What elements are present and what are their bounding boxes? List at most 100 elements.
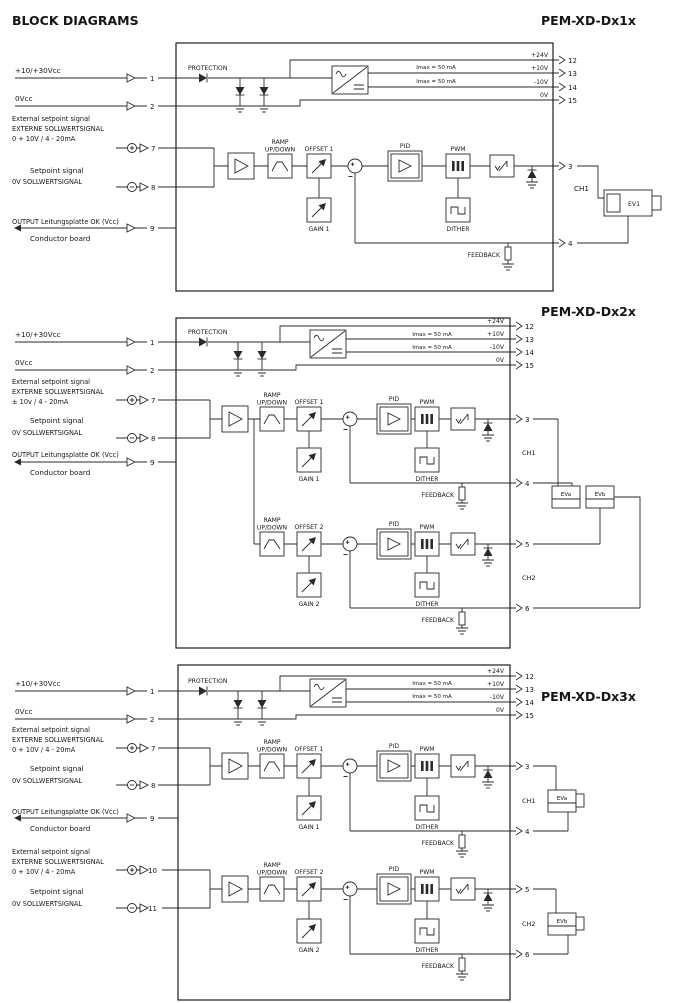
input-terminal [139,865,149,875]
d2-ch1-label-dither: DITHER [416,476,440,483]
ramp-block [267,153,293,179]
d1-pin-9: 9 [150,225,154,233]
d1-module-outline [175,42,554,292]
d1-pin-connectors [558,55,566,248]
d2-label-ch2: CH2 [522,574,536,582]
d2-pin-8: 8 [151,435,155,443]
d3-pin-9: 9 [150,815,154,823]
d3-label-ext3b: 0 + 10V / 4 - 20mA [12,868,76,876]
d1-rail-m10v: -10V [534,79,549,86]
d1-pin-12: 12 [568,57,577,65]
d2-wires [15,325,641,628]
d2-label-set1: Setpoint signal [30,416,84,425]
d1-label-imax2: Imax = 50 mA [416,79,456,85]
output-arrow [14,458,21,466]
d2-pin-5: 5 [525,541,529,549]
d1-label-feedback: FEEDBACK [468,252,501,259]
d2-label-ext2: EXTERNE SOLLWERTSIGNAL [12,388,104,396]
freewheel-diode [483,547,493,557]
d2-label-evb: EVb [595,492,606,498]
d1-pin-1: 1 [150,75,154,83]
ground-symbol [501,263,515,271]
d3-ch2-label-feedback: FEEDBACK [422,963,455,970]
d2-ch1-label-pwm: PWM [420,399,435,406]
pwm-block [414,406,440,432]
freewheel-diode [483,892,493,902]
dither-block [445,197,471,223]
freewheel-diode [483,422,493,432]
pid-block [376,403,412,435]
ground-symbol [525,181,539,189]
d2-solenoid-valves [551,485,615,509]
pid-block [387,150,423,182]
d3-pin-11: 11 [148,905,157,913]
minus-terminal [127,903,137,913]
d2-ch2-label-updown: UP/DOWN [257,525,287,532]
output-stage-block [489,154,515,178]
d1-rail-0v: 0V [540,92,549,99]
input-terminal [139,433,149,443]
ground-symbol [481,904,495,912]
minus-terminal [127,433,137,443]
pid-block [376,750,412,782]
input-terminal [139,780,149,790]
input-terminal [126,365,136,375]
minus-terminal [127,182,137,192]
d2-ch2-label-ramp: RAMP [263,517,280,524]
d1-pin-14: 14 [568,84,577,92]
minus-terminal [127,780,137,790]
d3-label-set2a: 0V SOLLWERTSIGNAL [12,777,82,785]
freewheel-diode [527,169,537,179]
d3-rail-10v: +10V [487,681,505,688]
d1-label-gain1: GAIN 1 [308,226,329,233]
d2-module-outline [175,317,511,649]
d1-label-ev1: EV1 [628,201,640,208]
ground-symbol [481,434,495,442]
d1-solenoid-valve [603,189,662,217]
d3-label-imax2: Imax = 50 mA [412,694,452,700]
d1-label-protection: PROTECTION [188,65,227,72]
d3-ch1-label-pwm: PWM [420,746,435,753]
d2-ch2-label-pid: PID [389,521,399,528]
d1-label-pid: PID [400,143,410,150]
zener-diode [233,699,243,709]
gain-block [296,918,322,944]
plus-terminal [127,395,137,405]
protection-diode [198,337,208,347]
d3-label-imax1: Imax = 50 mA [412,681,452,687]
d2-ch1-label-ramp: RAMP [263,392,280,399]
diagram-dx1x: +10/+30Vcc 1 0Vcc 2 External setpoint si… [12,42,662,292]
d1-pin-7: 7 [151,145,155,153]
output-stage-block [450,754,476,778]
offset-block [296,753,322,779]
d2-rail-0v: 0V [496,357,505,364]
d2-label-gain2: GAIN 2 [298,601,319,608]
d3-module-outline [177,664,511,1001]
ground-symbol [231,369,245,377]
ground-symbol [233,105,247,113]
d2-rail-10v: +10V [487,331,505,338]
d1-label-offset1: OFFSET 1 [305,146,334,153]
input-terminal [126,73,136,83]
d3-pin-13: 13 [525,686,534,694]
dither-block [414,572,440,598]
d3-label-set2b: 0V SOLLWERTSIGNAL [12,900,82,908]
feedback-resistor [458,834,466,849]
d1-label-set1: Setpoint signal [30,166,84,175]
dither-block [414,918,440,944]
input-terminal [139,395,149,405]
pwm-block [445,153,471,179]
d1-label-ext2: EXTERNE SOLLWERTSIGNAL [12,125,104,133]
d3-ch1-label-dither: DITHER [416,824,440,831]
d2-pin-connectors [515,321,523,613]
zener-diode [259,86,269,96]
d3-label-out2: Conductor board [30,824,90,833]
amplifier-symbol [221,875,249,903]
d2-label-supply: +10/+30Vcc [15,330,61,339]
d2-pin-13: 13 [525,336,534,344]
pwm-block [414,753,440,779]
d1-label-pwm: PWM [451,146,466,153]
d1-pin-13: 13 [568,70,577,78]
d3-label-set1a: Setpoint signal [30,764,84,773]
d1-pin-2: 2 [150,103,154,111]
